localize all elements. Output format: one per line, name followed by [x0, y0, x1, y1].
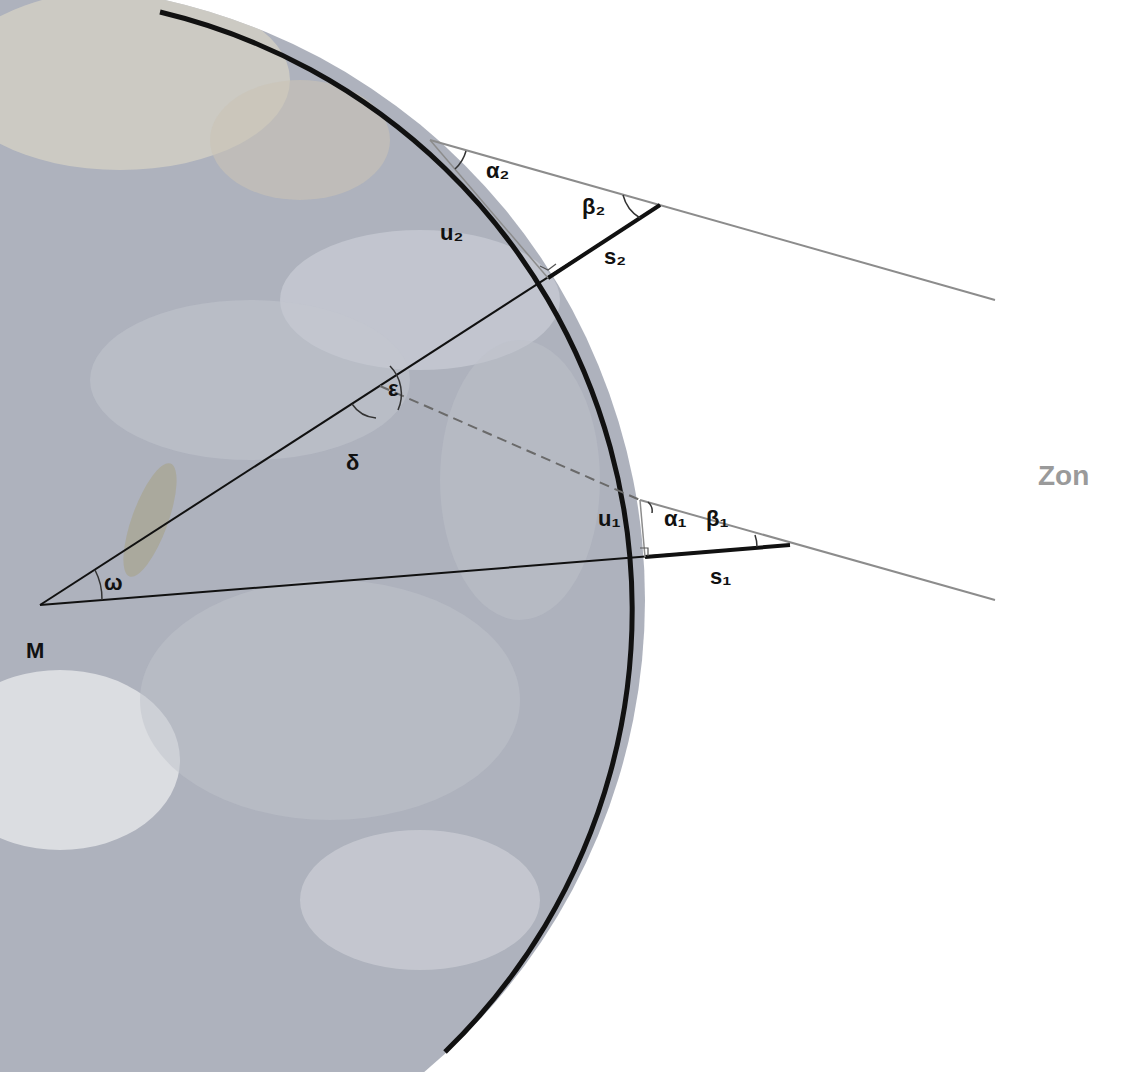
earth-clouds [0, 0, 600, 970]
angle-arc [352, 404, 376, 418]
point-label: M [26, 640, 44, 662]
angle-label: β₂ [582, 196, 605, 218]
angle-arc [648, 502, 652, 513]
angle-label: α₁ [664, 508, 687, 530]
arc-label: u₁ [598, 508, 621, 530]
arc-label: u₂ [440, 222, 463, 244]
radius-line [40, 545, 790, 605]
angle-label: α₂ [486, 160, 509, 182]
angle-arc [623, 195, 640, 218]
angle-label: β₁ [706, 508, 729, 530]
radius-line [40, 205, 660, 605]
angle-arc [95, 570, 102, 600]
sun-ray [430, 140, 995, 300]
sun-label: Zon [1038, 462, 1089, 490]
angle-arc [755, 535, 757, 547]
dashed-line [380, 386, 640, 500]
stick-s1 [645, 545, 790, 557]
length-label: s₁ [710, 566, 731, 588]
angle-label: ε [388, 378, 398, 400]
angle-arc [455, 151, 466, 169]
earth-disc [0, 0, 645, 1072]
angle-label: δ [346, 452, 359, 474]
angle-label: ω [104, 572, 123, 594]
length-label: s₂ [604, 246, 626, 268]
sun-ray [640, 500, 995, 600]
shadow-line [430, 140, 548, 278]
right-angle-mark [640, 548, 648, 556]
right-angle-mark [540, 264, 556, 270]
earth-rim [160, 12, 632, 1052]
